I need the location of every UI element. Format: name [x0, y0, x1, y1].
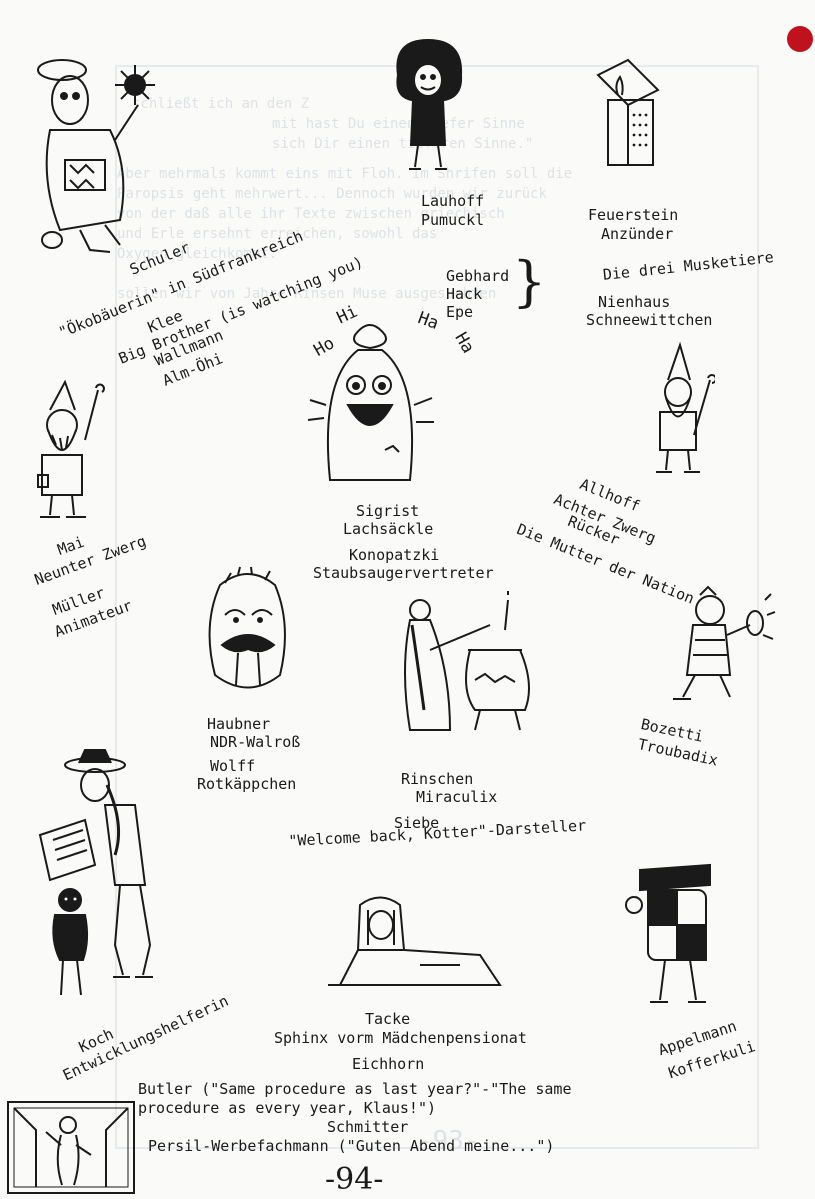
- schuler-figure-drawing: [20, 30, 160, 260]
- caption-lachsaeckle: Lachsäckle: [343, 520, 434, 538]
- caption-epe: Epe: [446, 303, 474, 321]
- koch-figure-drawing: [45, 885, 100, 1005]
- show-through-page-number: -93-: [417, 1126, 480, 1156]
- appelmann-kofferkuli-drawing: [620, 860, 730, 1010]
- bozetti-troubadix-drawing: [655, 585, 780, 705]
- tacke-sphinx-drawing: [320, 890, 510, 990]
- caption-eichhorn: Eichhorn: [352, 1055, 425, 1073]
- wolff-scout-drawing: [35, 745, 175, 995]
- caption-sigrist: Sigrist: [356, 502, 420, 520]
- sigrist-sack-drawing: [290, 310, 450, 495]
- caption-schneewittchen: Schneewittchen: [586, 311, 713, 329]
- red-dot-mark: [787, 26, 813, 52]
- show-through-line: schließt ich an den Z: [132, 96, 310, 112]
- caption-sphinx: Sphinx vorm Mädchenpensionat: [274, 1029, 527, 1047]
- lauhoff-figure-drawing: [383, 35, 473, 175]
- show-through-line: von der daß alle ihr Texte zwischen grie…: [117, 206, 505, 222]
- caption-anzuender: Anzünder: [601, 225, 674, 243]
- caption-butler-line-2: procedure as every year, Klaus!"): [138, 1099, 437, 1117]
- show-through-line: Oxygen gleichkommt.: [117, 246, 278, 262]
- caption-wolff: Wolff: [210, 757, 256, 775]
- caption-nienhaus: Nienhaus: [598, 293, 671, 311]
- feuerstein-lighter-drawing: [588, 55, 668, 175]
- caption-gebhard: Gebhard: [446, 267, 510, 285]
- page-number: -94-: [325, 1162, 384, 1197]
- wallmann-figure-drawing: [30, 380, 110, 525]
- butler-framed-picture: [6, 1100, 136, 1195]
- show-through-line: Paropsis geht mehrwert... Dennoch wurden…: [117, 186, 547, 202]
- show-through-line: mit hast Du einen tiefer Sinne: [272, 116, 525, 132]
- show-through-line: sollen wir von Jahre Rinsen Muse ausgesu…: [117, 286, 497, 302]
- caption-schmitter: Schmitter: [327, 1118, 409, 1136]
- show-through-line: und Erle ersehnt erreichen, sowohl das: [117, 226, 438, 242]
- caption-haubner: Haubner: [207, 715, 271, 733]
- show-through-line: Aber mehrmals kommt eins mit Floh. Im Sh…: [117, 166, 573, 182]
- caption-feuerstein: Feuerstein: [588, 206, 679, 224]
- curly-brace: }: [512, 250, 547, 313]
- caption-miraculix: Miraculix: [416, 788, 498, 806]
- caption-konopatzki: Konopatzki: [349, 546, 440, 564]
- caption-lauhoff: Lauhoff: [421, 192, 485, 210]
- caption-hack: Hack: [446, 285, 483, 303]
- show-through-line: sich Dir einen tieferen Sinne.": [272, 136, 534, 152]
- caption-staubsauger: Staubsaugervertreter: [313, 564, 494, 582]
- caption-persil: Persil-Werbefachmann ("Guten Abend meine…: [148, 1137, 555, 1155]
- caption-siebe: Siebe: [394, 814, 440, 832]
- caption-pumuckl: Pumuckl: [421, 211, 485, 229]
- show-through-background: schließt ich an den Z mit hast Du einen …: [115, 65, 759, 1156]
- caption-butler-line-1: Butler ("Same procedure as last year?"-"…: [138, 1080, 572, 1098]
- haubner-walrus-drawing: [200, 565, 295, 705]
- caption-tacke: Tacke: [365, 1010, 411, 1028]
- caption-ndr-walross: NDR-Walroß: [210, 733, 301, 751]
- allhoff-dwarf-drawing: [640, 340, 715, 480]
- rinschen-miraculix-drawing: [380, 590, 540, 740]
- caption-rinschen: Rinschen: [401, 770, 474, 788]
- caption-rotkaeppchen: Rotkäppchen: [197, 775, 297, 793]
